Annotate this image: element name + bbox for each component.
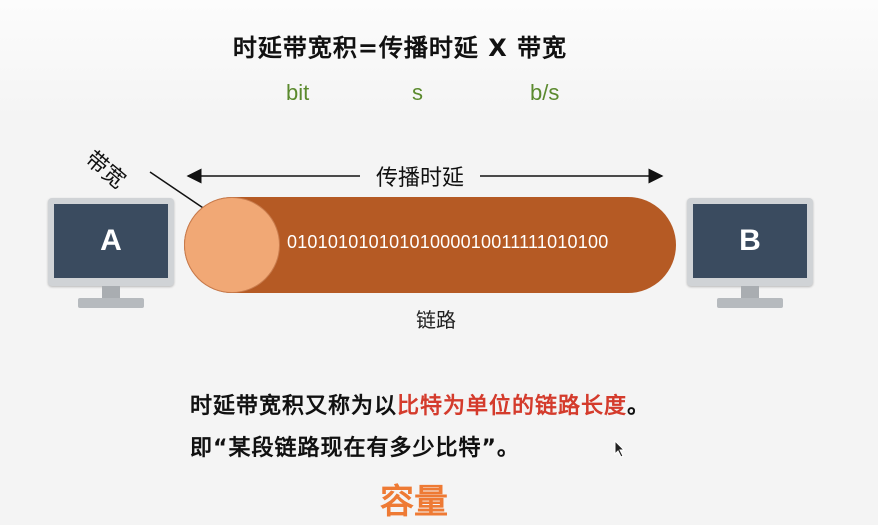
capacity-label: 容量	[380, 482, 448, 522]
explanation-note: 即“某段链路现在有多少比特”。	[190, 436, 520, 461]
bit-stream: 01010101010101000010011111010100	[287, 232, 609, 252]
propagation-delay-label: 传播时延	[360, 160, 480, 192]
host-b-screen: B	[693, 204, 807, 278]
host-b-computer-icon: B	[687, 198, 813, 310]
unit-seconds: s	[412, 80, 423, 105]
monitor-neck	[102, 286, 120, 298]
formula-title: 时延带宽积=传播时延 X 带宽	[232, 34, 568, 62]
monitor-neck	[741, 286, 759, 298]
host-a-computer-icon: A	[48, 198, 174, 310]
definition-note: 时延带宽积又称为以比特为单位的链路长度。	[190, 388, 650, 420]
link-label: 链路	[416, 308, 456, 332]
unit-bps: b/s	[530, 80, 560, 105]
background	[0, 0, 878, 120]
monitor-base	[78, 298, 144, 308]
pipe-cross-section	[184, 197, 280, 293]
mouse-cursor-icon	[614, 440, 626, 458]
unit-bit: bit	[286, 80, 310, 105]
host-a-screen: A	[54, 204, 168, 278]
note-prefix: 时延带宽积又称为以	[190, 394, 398, 419]
note-suffix: 。	[627, 394, 651, 419]
note-highlight: 比特为单位的链路长度	[397, 394, 628, 419]
monitor-base	[717, 298, 783, 308]
